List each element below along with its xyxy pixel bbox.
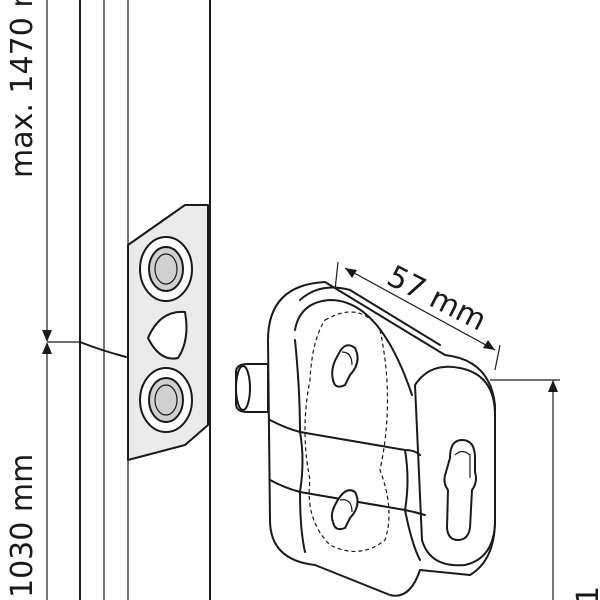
width-dimension-line [344, 267, 496, 351]
right-dimension: 1 [490, 379, 600, 600]
bottom-screw-head-icon [154, 384, 178, 416]
lock-shoulder [294, 299, 413, 396]
lock-seam-1 [269, 419, 421, 456]
hidden-rotor-outline [304, 311, 390, 552]
lock-side-edge-lower [299, 491, 306, 553]
cylinder-keyway-inner [454, 450, 471, 478]
arrow-up-icon [42, 330, 52, 342]
lock-pin-end [235, 365, 251, 411]
faceplate [127, 204, 209, 461]
right-partial-label: 1 [571, 586, 600, 600]
width-extension-right [494, 344, 501, 371]
lock-top-ridge [299, 286, 441, 346]
upper-latch-recess [331, 344, 359, 388]
arrow-left-icon [345, 268, 357, 278]
arrow-down-icon [42, 342, 52, 354]
lock-case [235, 281, 496, 597]
lock-edge-lower-right [404, 509, 421, 561]
post-joint [79, 341, 127, 358]
lower-latch-detail [339, 499, 353, 513]
max-height-label: max. 1470 mm [5, 0, 40, 178]
lock-side-edge [294, 339, 301, 433]
top-screw-inner [148, 246, 184, 292]
faceplate-bottom-edge [127, 424, 209, 461]
arrow-right-icon [483, 340, 495, 350]
bottom-screw-inner [148, 377, 184, 423]
lock-seam-link-2 [404, 449, 409, 511]
upper-latch-detail [341, 351, 353, 366]
top-screw-head-icon [154, 253, 178, 285]
lower-latch-recess [330, 489, 359, 531]
latch-hole [147, 310, 188, 360]
width-extension-left [334, 261, 339, 291]
lock-seam-link-1 [299, 431, 304, 493]
arrow-up-right-icon [548, 380, 558, 392]
vertical-dimension [42, 0, 110, 600]
cylinder-keyway-icon [443, 439, 477, 541]
height-1030-label: 1030 mm [5, 454, 40, 598]
